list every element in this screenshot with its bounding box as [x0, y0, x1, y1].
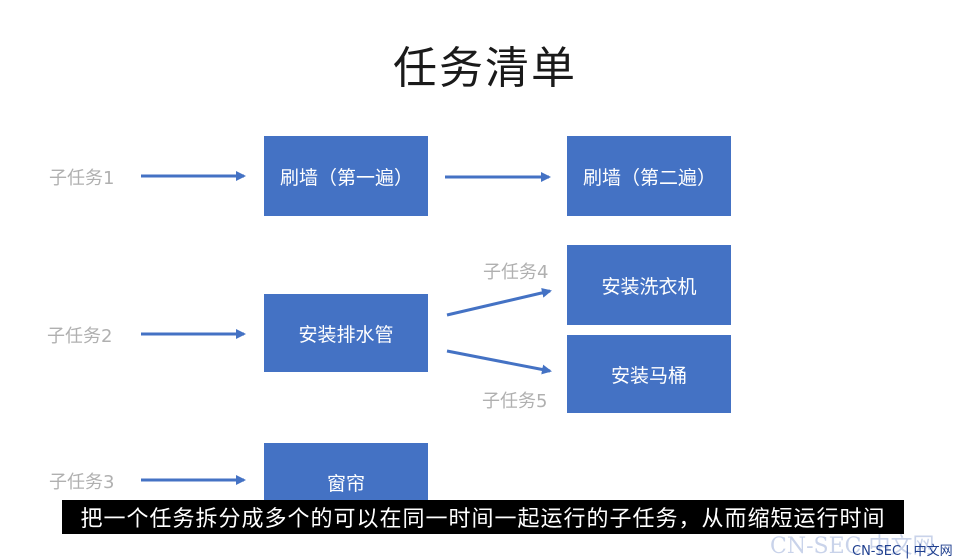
label-subtask1: 子任务1: [49, 168, 115, 189]
watermark-faint: CN-SEC 中文网: [770, 534, 935, 559]
box-toilet: 安装马桶: [567, 335, 731, 413]
page-title: 任务清单: [393, 43, 577, 94]
label-subtask3: 子任务3: [49, 472, 115, 493]
arrow-to-washing-machine: [446, 287, 552, 317]
label-subtask4: 子任务4: [483, 262, 549, 283]
label-subtask5: 子任务5: [482, 391, 548, 412]
box-wall-first: 刷墙（第一遍）: [264, 136, 428, 216]
box-wall-second: 刷墙（第二遍）: [567, 136, 731, 216]
arrow-to-toilet: [446, 349, 552, 375]
box-drain-pipe: 安装排水管: [264, 294, 428, 372]
watermark: CN-SEC | 中文网: [852, 544, 953, 559]
label-subtask2: 子任务2: [47, 326, 113, 347]
box-washing-machine: 安装洗衣机: [567, 245, 731, 325]
video-subtitle: 把一个任务拆分成多个的可以在同一时间一起运行的子任务，从而缩短运行时间: [62, 500, 904, 534]
